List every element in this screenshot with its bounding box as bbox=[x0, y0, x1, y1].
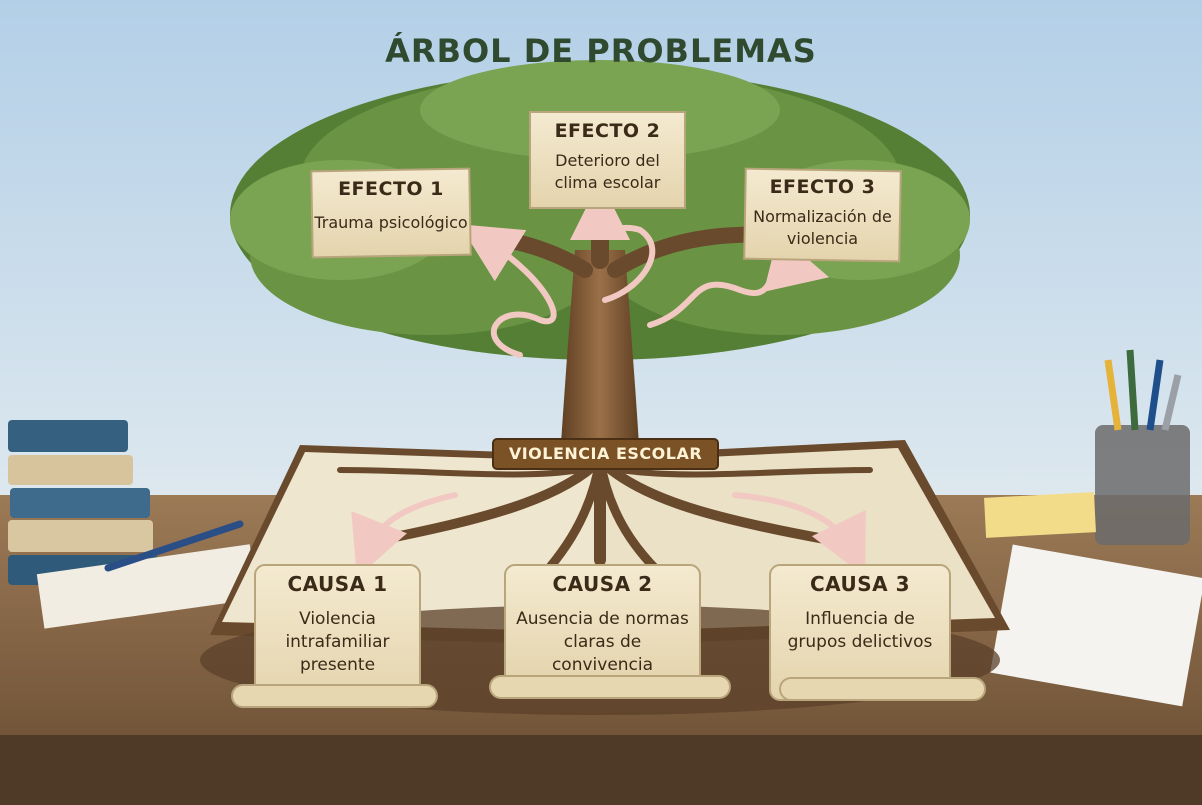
cause-3-label: CAUSA 3 bbox=[809, 572, 911, 596]
cause-1-label: CAUSA 1 bbox=[287, 572, 388, 596]
cause-scroll-2: CAUSA 2 Ausencia de normas claras de con… bbox=[505, 572, 700, 677]
sticky-notes bbox=[984, 492, 1096, 538]
cause-scroll-3: CAUSA 3 Influencia de grupos delictivos bbox=[770, 572, 950, 654]
effect-2-label: EFECTO 2 bbox=[554, 120, 661, 142]
effect-1-label: EFECTO 1 bbox=[338, 178, 444, 200]
effect-arrows bbox=[459, 180, 830, 358]
page-title: ÁRBOL DE PROBLEMAS bbox=[385, 32, 817, 70]
effect-card-1-bg bbox=[310, 167, 472, 259]
effect-3-label: EFECTO 3 bbox=[769, 176, 876, 198]
effect-card-3-bg bbox=[743, 167, 902, 263]
core-banner-bg bbox=[492, 438, 719, 470]
papers bbox=[990, 544, 1202, 707]
cause-2-label: CAUSA 2 bbox=[552, 572, 653, 596]
core-problem: VIOLENCIA ESCOLAR bbox=[508, 444, 703, 463]
pen bbox=[104, 520, 244, 572]
effect-3-text: Normalización de violencia bbox=[753, 207, 892, 248]
cause-scroll-1: CAUSA 1 Violencia intrafamiliar presente bbox=[255, 572, 420, 677]
effect-1-text: Trauma psicológico bbox=[314, 213, 468, 232]
cause-3-text: Influencia de grupos delictivos bbox=[787, 609, 933, 652]
desk-edge bbox=[0, 735, 1202, 805]
pencil-cup bbox=[1095, 349, 1190, 545]
cause-2-text: Ausencia de normas claras de convivencia bbox=[516, 609, 689, 675]
cause-1-text: Violencia intrafamiliar presente bbox=[285, 609, 390, 675]
cause-arrows bbox=[351, 492, 866, 578]
effect-card-2: EFECTO 2 Deterioro del clima escolar bbox=[530, 120, 685, 194]
cause-scroll-3-bg bbox=[769, 564, 986, 701]
effect-card-1: EFECTO 1 Trauma psicológico bbox=[312, 178, 470, 234]
cause-scroll-1-bg bbox=[231, 564, 438, 708]
effect-card-3: EFECTO 3 Normalización de violencia bbox=[745, 176, 900, 250]
effect-2-text: Deterioro del clima escolar bbox=[554, 151, 661, 192]
effect-card-2-bg bbox=[529, 111, 686, 209]
cause-scroll-2-bg bbox=[489, 564, 731, 699]
notebook bbox=[36, 544, 258, 629]
